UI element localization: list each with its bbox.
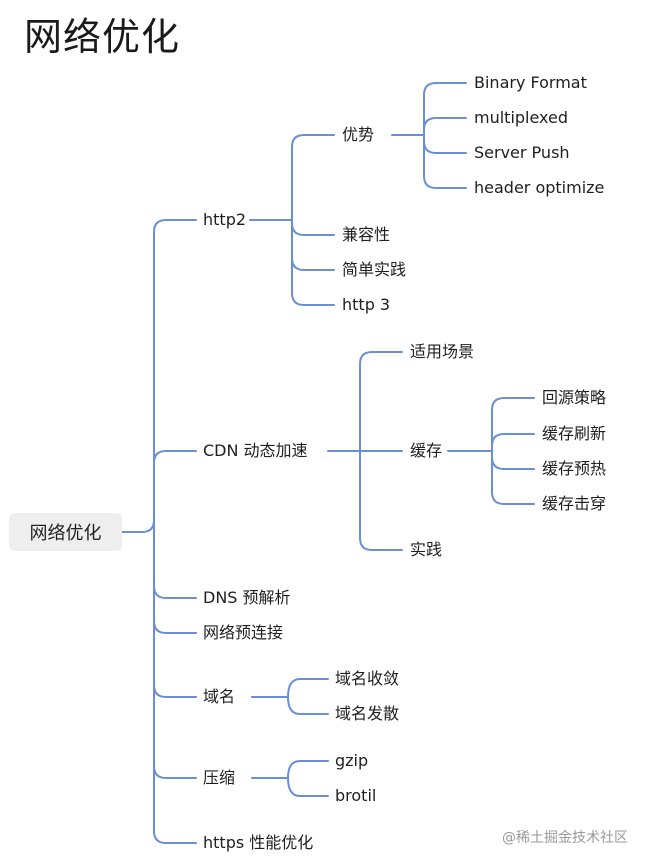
node-header-optimize: header optimize — [474, 178, 605, 197]
node-gzip: gzip — [335, 751, 369, 770]
node-dns: DNS 预解析 — [203, 588, 291, 607]
root-node: 网络优化 — [9, 513, 122, 551]
node-origin-policy: 回源策略 — [542, 388, 607, 407]
node-simple-practice: 简单实践 — [342, 260, 407, 279]
connector-spine-lower — [153, 519, 197, 844]
node-cache-warmup: 缓存预热 — [542, 459, 607, 478]
node-http3: http 3 — [342, 295, 391, 314]
node-preconnect: 网络预连接 — [203, 623, 284, 642]
node-brotil: brotil — [335, 786, 377, 805]
page-title: 网络优化 — [24, 15, 181, 59]
node-cache: 缓存 — [410, 441, 443, 460]
connector-cdn — [153, 450, 197, 464]
node-http2: http2 — [203, 210, 247, 229]
connector-http2-spine — [291, 134, 335, 221]
node-scenario: 适用场景 — [410, 342, 475, 361]
node-advantage: 优势 — [342, 125, 375, 144]
node-multiplexed: multiplexed — [474, 108, 569, 127]
node-cache-penetration: 缓存击穿 — [542, 494, 607, 513]
node-practice: 实践 — [410, 540, 443, 559]
node-domain: 域名 — [203, 687, 236, 706]
connector-compress — [153, 765, 197, 779]
connector-domain — [153, 684, 197, 698]
connector-dns — [153, 585, 197, 599]
node-compress: 压缩 — [203, 768, 236, 787]
node-domain-converge: 域名收敛 — [335, 669, 400, 688]
node-cache-refresh: 缓存刷新 — [542, 424, 607, 443]
watermark: @稀土掘金技术社区 — [502, 830, 628, 846]
node-server-push: Server Push — [474, 143, 570, 162]
node-cdn: CDN 动态加速 — [203, 441, 308, 460]
node-binary-format: Binary Format — [474, 73, 587, 92]
node-https: https 性能优化 — [203, 833, 314, 852]
node-domain-diverge: 域名发散 — [335, 704, 400, 723]
connector-preconnect — [153, 620, 197, 634]
node-compat: 兼容性 — [342, 225, 391, 244]
connector-spine — [153, 219, 197, 533]
connector-root — [121, 519, 155, 533]
